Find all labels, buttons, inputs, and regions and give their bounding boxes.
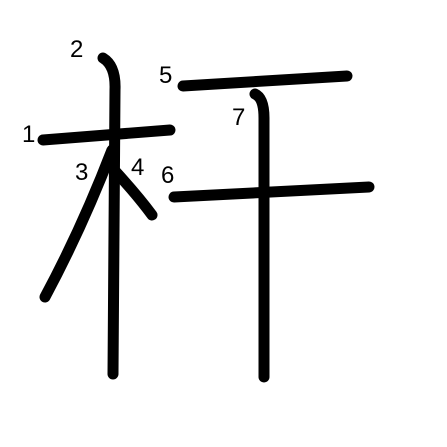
stroke-4-dot: [110, 166, 158, 221]
stroke-3-left-falling: [39, 144, 118, 303]
stroke-number-6: 6: [161, 162, 174, 189]
stroke-1-horizontal: [37, 124, 176, 146]
stroke-number-4: 4: [131, 154, 144, 181]
stroke-number-7: 7: [232, 104, 245, 131]
stroke-2-vertical: [97, 52, 121, 380]
stroke-number-5: 5: [159, 62, 172, 89]
stroke-5-horizontal: [177, 70, 353, 92]
stroke-6-horizontal: [168, 181, 375, 203]
stroke-number-3: 3: [75, 159, 88, 186]
stroke-number-2: 2: [70, 36, 83, 63]
stroke-number-1: 1: [22, 121, 35, 148]
stroke-7-vertical: [249, 88, 270, 383]
